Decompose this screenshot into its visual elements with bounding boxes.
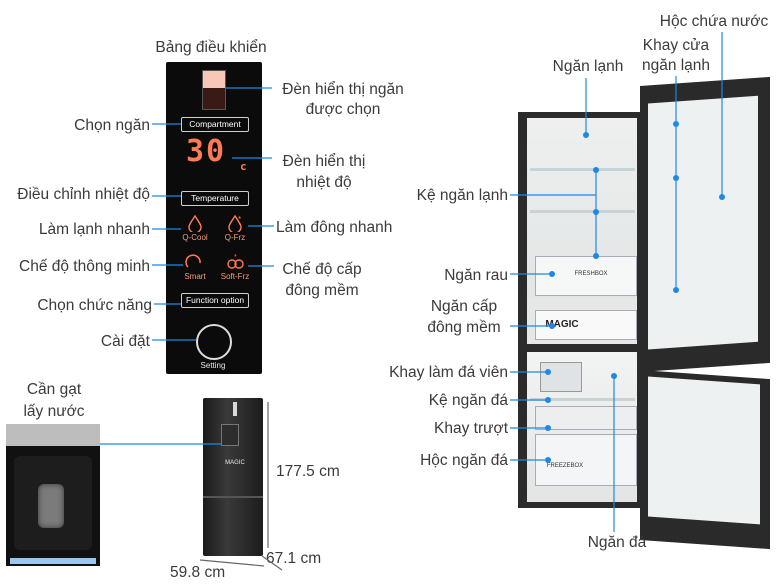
marker-ngan-lanh	[583, 132, 589, 138]
temperature-button[interactable]: Temperature	[181, 191, 249, 206]
label-che-do-thong-minh: Chế độ thông minh	[19, 258, 150, 275]
setting-button[interactable]	[196, 324, 232, 360]
freshbox-drawer: FRESHBOX	[535, 256, 637, 296]
smart-label: Smart	[184, 272, 206, 281]
marker-khay-cua-3	[673, 287, 679, 293]
marker-khay-truot	[545, 425, 551, 431]
q-cool-label: Q-Cool	[182, 233, 208, 242]
label-hoc-chua-nuoc: Hộc chứa nước	[659, 13, 769, 30]
compartment-button[interactable]: Compartment	[181, 117, 249, 132]
marker-khay-da	[545, 369, 551, 375]
label-chon-ngan: Chọn ngăn	[74, 117, 150, 134]
marker-hoc-da	[545, 457, 551, 463]
marker-ngan-da	[611, 373, 617, 379]
soft-frz-icon[interactable]: *	[224, 253, 246, 271]
q-frz-icon[interactable]: *	[224, 214, 246, 232]
label-ngan-da: Ngăn đá	[587, 534, 647, 551]
sliding-tray	[535, 406, 637, 430]
marker-khay-cua-1	[673, 121, 679, 127]
freezebox-drawer: FREEZEBOX	[535, 434, 637, 486]
label-che-do-cap-2: đông mềm	[285, 282, 359, 299]
function-option-button[interactable]: Function option	[181, 293, 249, 308]
label-lam-lanh-nhanh: Làm lạnh nhanh	[38, 221, 150, 238]
label-hoc-ngan-da: Hộc ngăn đá	[420, 452, 508, 469]
dimension-height: 177.5 cm	[276, 463, 340, 480]
label-khay-lam-da: Khay làm đá viên	[389, 364, 508, 381]
label-lam-dong-nhanh: Làm đông nhanh	[276, 219, 393, 236]
control-panel	[166, 62, 262, 374]
label-den-nhiet-1: Đèn hiển thị	[282, 153, 366, 170]
soft-frz-label: Soft-Frz	[220, 272, 250, 281]
panel-title: Bảng điều khiển	[155, 39, 267, 56]
label-ngan-rau: Ngăn rau	[444, 267, 508, 284]
marker-ke-2	[593, 209, 599, 215]
marker-ngan-cap	[549, 323, 555, 329]
label-den-ngan-2: được chọn	[305, 101, 381, 118]
setting-label: Setting	[200, 361, 226, 370]
label-can-gat-1: Cần gạt	[26, 381, 82, 398]
marker-ke-3	[593, 253, 599, 259]
svg-text:*: *	[238, 215, 241, 224]
label-khay-truot: Khay trượt	[434, 420, 508, 437]
label-dieu-chinh-nhiet-do: Điều chỉnh nhiệt độ	[17, 186, 150, 203]
magic-drawer: MAGIC	[535, 310, 637, 340]
marker-khay-cua-2	[673, 175, 679, 181]
ice-tray	[540, 362, 582, 392]
label-khay-cua-2: ngăn lạnh	[641, 57, 711, 74]
q-frz-label: Q-Frz	[224, 233, 246, 242]
fridge-shelf-2	[530, 210, 635, 213]
label-ke-ngan-da: Kệ ngăn đá	[428, 392, 508, 409]
label-den-ngan-1: Đèn hiển thị ngăn	[282, 81, 404, 98]
label-ngan-cap-2: đông mềm	[427, 319, 501, 336]
dimension-width-line	[199, 559, 265, 567]
label-ngan-cap-1: Ngăn cấp	[430, 298, 498, 315]
q-cool-icon[interactable]	[184, 214, 206, 232]
marker-ngan-rau	[549, 271, 555, 277]
thumbnail-magic-label: MAGIC	[225, 460, 245, 466]
water-lever	[38, 484, 64, 528]
freezebox-label: FREEZEBOX	[546, 463, 584, 469]
marker-ke-da	[545, 397, 551, 403]
dimension-width: 59.8 cm	[170, 564, 226, 581]
temperature-unit: c	[240, 160, 247, 173]
label-cai-dat: Cài đặt	[100, 333, 150, 350]
dimension-depth: 67.1 cm	[266, 550, 322, 567]
label-can-gat-2: lấy nước	[23, 403, 85, 420]
label-ke-ngan-lanh: Kệ ngăn lạnh	[416, 187, 508, 204]
magic-label: MAGIC	[545, 319, 579, 330]
label-den-nhiet-2: nhiệt độ	[296, 174, 352, 191]
compartment-indicator-light	[202, 70, 226, 110]
freezer-shelf	[530, 398, 635, 401]
temperature-display: 30	[186, 134, 227, 169]
label-ngan-lanh: Ngăn lạnh	[552, 58, 624, 75]
marker-hoc-nuoc	[719, 194, 725, 200]
label-khay-cua-1: Khay cửa	[642, 37, 710, 54]
fridge-thumbnail: MAGIC	[203, 398, 263, 556]
smart-icon[interactable]	[184, 253, 204, 271]
marker-ke-1	[593, 167, 599, 173]
label-chon-chuc-nang: Chọn chức năng	[37, 297, 152, 314]
dispenser-photo	[6, 424, 100, 566]
dimension-depth-line	[261, 555, 283, 571]
svg-text:*: *	[234, 254, 237, 261]
label-che-do-cap-1: Chế độ cấp	[282, 261, 362, 278]
fridge-shelf-1	[530, 168, 635, 171]
freshbox-label: FRESHBOX	[574, 271, 608, 277]
